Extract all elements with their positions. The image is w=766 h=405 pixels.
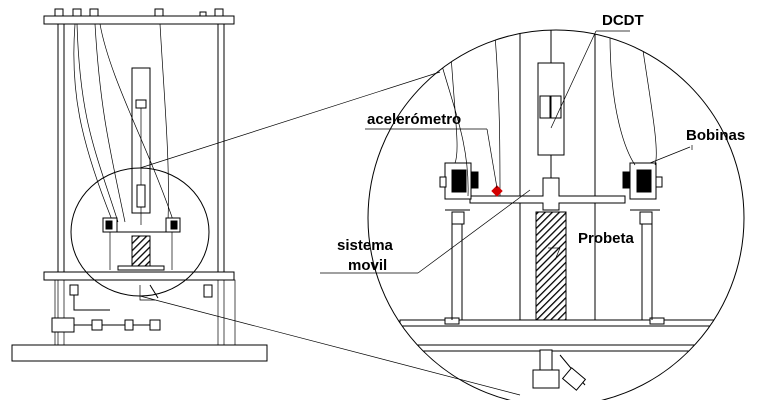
- label-dcdt: DCDT: [602, 12, 644, 29]
- label-moving-system-2: movil: [348, 257, 387, 274]
- top-plate: [43, 15, 235, 25]
- specimen-small: [131, 235, 151, 269]
- middle-plate: [43, 271, 235, 281]
- label-coils: Bobinas: [686, 127, 745, 144]
- accelerometer-marker: [491, 185, 503, 197]
- full-apparatus: [11, 8, 521, 396]
- label-moving-system-1: sistema: [337, 237, 394, 254]
- label-accelerometer: acelerómetro: [367, 111, 461, 128]
- moving-system: [469, 177, 626, 211]
- base-plate: [11, 344, 268, 362]
- label-specimen: Probeta: [578, 230, 635, 247]
- specimen: [535, 211, 567, 321]
- zoomed-view: [367, 29, 745, 405]
- leader-lines: [320, 30, 693, 274]
- top-knobs: [54, 8, 224, 17]
- zoom-boundary: [367, 29, 745, 405]
